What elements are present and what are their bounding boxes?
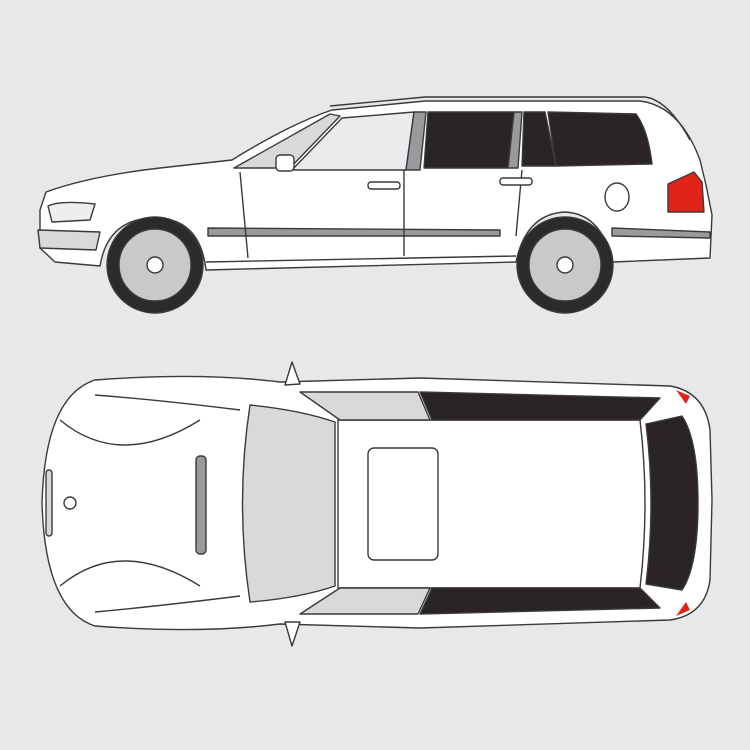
top-side-mirror-left xyxy=(284,361,301,386)
rear-side-window xyxy=(423,111,515,169)
front-door-handle xyxy=(367,181,401,190)
car-top-view xyxy=(41,361,713,647)
side-mirror xyxy=(275,154,295,172)
c-pillar xyxy=(507,111,523,169)
front-grille xyxy=(45,469,53,537)
rear-window xyxy=(547,111,653,167)
sunroof xyxy=(367,447,439,561)
hood-vent xyxy=(195,455,207,555)
quarter-window xyxy=(521,111,557,167)
top-side-windows-upper xyxy=(419,391,661,421)
top-rear-window xyxy=(645,415,699,591)
top-front-side-windows xyxy=(299,391,431,615)
rear-door-handle xyxy=(499,177,533,186)
headlight xyxy=(47,201,96,223)
windshield xyxy=(233,113,341,169)
side-trim xyxy=(207,227,501,237)
top-windshield xyxy=(241,404,336,603)
sill-line xyxy=(205,255,517,263)
bmw-logo xyxy=(63,496,77,510)
fuel-cap xyxy=(604,182,630,212)
top-side-mirror-right xyxy=(284,621,301,647)
b-pillar xyxy=(405,111,427,171)
front-bumper xyxy=(37,229,101,251)
front-wheel xyxy=(106,216,204,314)
car-side-view xyxy=(37,96,713,314)
rear-trim xyxy=(611,227,711,239)
hood-line xyxy=(59,394,241,613)
top-side-windows-lower xyxy=(419,587,661,615)
roof-rail xyxy=(329,96,691,141)
tail-light xyxy=(667,171,705,213)
rear-wheel xyxy=(516,216,614,314)
